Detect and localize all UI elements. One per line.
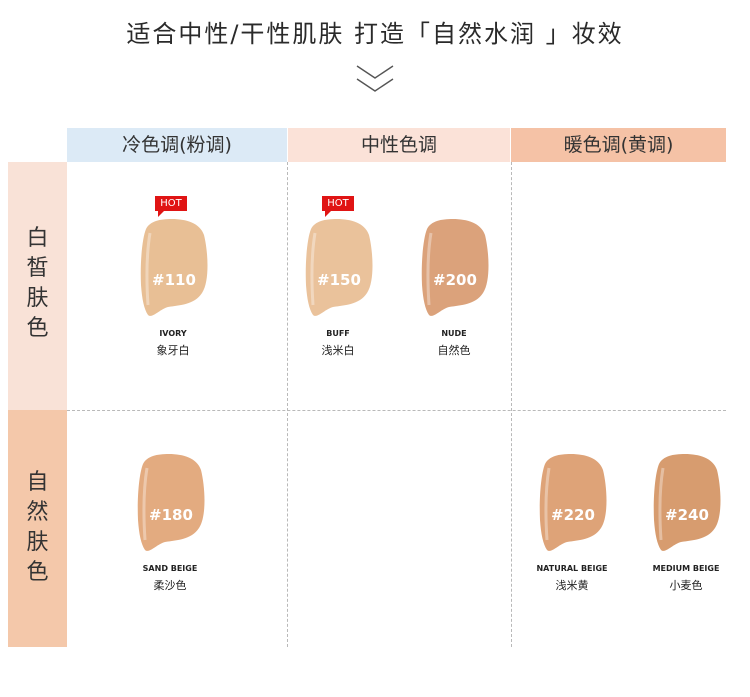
shade-en-name: BUFF xyxy=(326,329,350,338)
shade-cn-name: 浅米黄 xyxy=(555,579,589,592)
row-header-char: 色 xyxy=(26,560,49,585)
row-header-char: 肤 xyxy=(26,530,49,555)
shade-en-name: NATURAL BEIGE xyxy=(536,564,608,573)
foundation-swatch-icon xyxy=(137,454,205,551)
shade-swatch-110[interactable]: #110 IVORY 象牙白 xyxy=(128,205,218,357)
shade-en-name: IVORY xyxy=(159,329,187,338)
row-header-char: 自 xyxy=(26,470,49,495)
shade-cn-name: 柔沙色 xyxy=(153,579,187,592)
shade-code: #200 xyxy=(433,271,477,289)
foundation-swatch-icon xyxy=(140,219,208,316)
page-title: 适合中性/干性肌肤 打造「自然水润 」妆效 xyxy=(126,20,624,48)
grid-divider xyxy=(511,162,512,647)
hot-badge: HOT xyxy=(322,196,354,217)
foundation-swatch-icon xyxy=(653,454,721,551)
double-chevron-down-icon xyxy=(356,65,394,92)
row-header-natural: 自 然 肤 色 xyxy=(8,410,67,647)
row-header-char: 然 xyxy=(26,500,49,525)
foundation-swatch-icon xyxy=(421,219,489,316)
shade-code: #150 xyxy=(317,271,361,289)
foundation-swatch-icon xyxy=(539,454,607,551)
shade-swatch-180[interactable]: #180 SAND BEIGE 柔沙色 xyxy=(125,440,215,592)
shade-en-name: NUDE xyxy=(441,329,467,338)
hot-badge: HOT xyxy=(155,196,187,217)
grid-divider xyxy=(67,410,726,411)
shade-code: #220 xyxy=(551,506,595,524)
shade-code: #180 xyxy=(149,506,193,524)
shade-swatch-240[interactable]: #240 MEDIUM BEIGE 小麦色 xyxy=(641,440,731,592)
column-header-warm: 暖色调(黄调) xyxy=(511,128,726,162)
shade-swatch-150[interactable]: #150 BUFF 浅米白 xyxy=(293,205,383,357)
grid-divider xyxy=(287,162,288,647)
foundation-swatch-icon xyxy=(305,219,373,316)
shade-code: #110 xyxy=(152,271,196,289)
shade-code: #240 xyxy=(665,506,709,524)
row-header-char: 皙 xyxy=(26,256,49,281)
row-header-char: 肤 xyxy=(26,286,49,311)
shade-en-name: MEDIUM BEIGE xyxy=(652,564,720,573)
row-header-char: 白 xyxy=(26,226,49,251)
row-header-fair: 白 皙 肤 色 xyxy=(8,162,67,410)
row-header-char: 色 xyxy=(26,316,49,341)
shade-swatch-200[interactable]: #200 NUDE 自然色 xyxy=(409,205,499,357)
column-header-cool: 冷色调(粉调) xyxy=(67,128,287,162)
shade-cn-name: 自然色 xyxy=(437,344,471,357)
shade-en-name: SAND BEIGE xyxy=(142,564,198,573)
column-header-neutral: 中性色调 xyxy=(288,128,510,162)
shade-cn-name: 象牙白 xyxy=(156,344,190,357)
shade-swatch-220[interactable]: #220 NATURAL BEIGE 浅米黄 xyxy=(527,440,617,592)
shade-cn-name: 小麦色 xyxy=(669,579,703,592)
shade-cn-name: 浅米白 xyxy=(321,344,355,357)
